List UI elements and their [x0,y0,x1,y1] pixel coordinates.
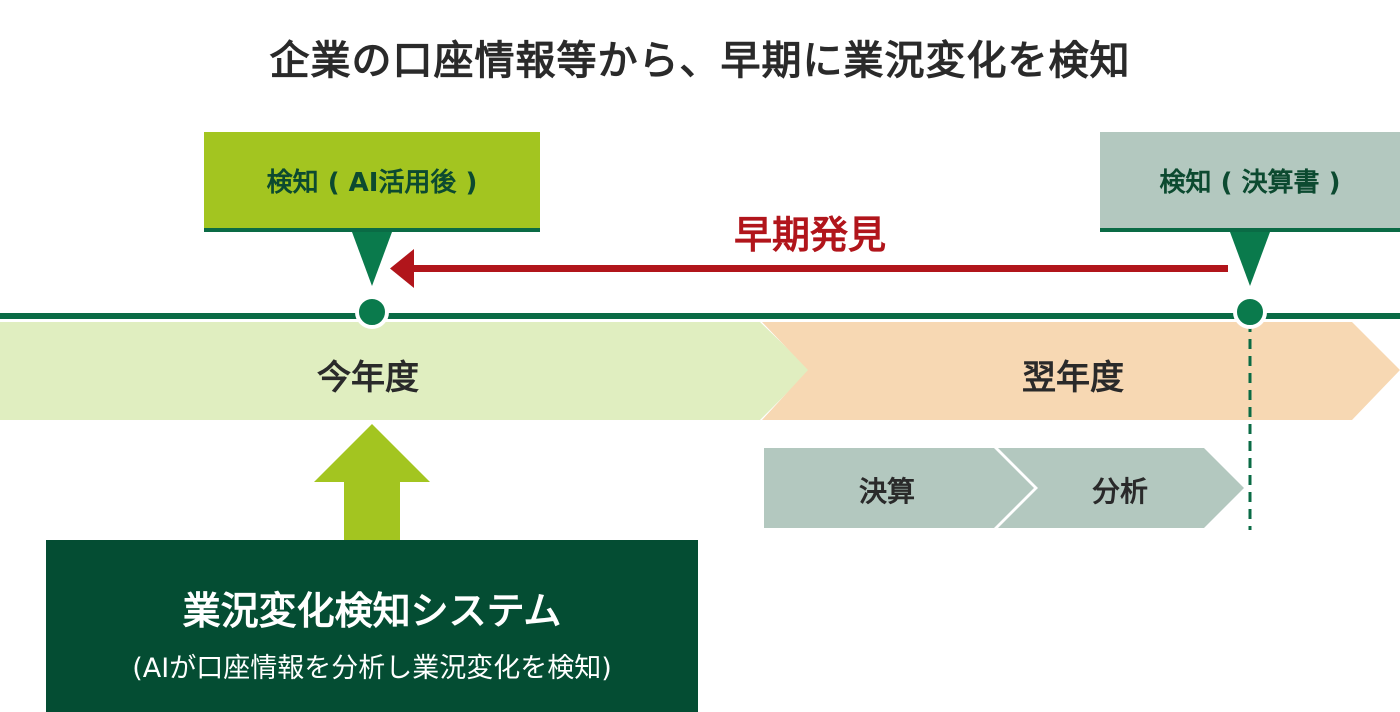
statement-detection-marker [1233,295,1267,329]
analysis-step-shape [998,448,1244,528]
early-arrow-shaft [412,265,1228,272]
system-title: 業況変化検知システム [182,589,562,633]
next-year-band [762,322,1400,420]
settlement-step-label: 決算 [858,475,915,508]
ai-detection-label: 検知 ( AI活用後 ) [266,167,478,198]
statement-detection-callout: 検知 ( 決算書 ) [1100,132,1400,232]
statement-detection-label: 検知 ( 決算書 ) [1159,167,1341,198]
early-arrow-head [390,249,414,288]
diagram-title: 企業の口座情報等から、早期に業況変化を検知 [269,38,1131,84]
next-year-label: 翌年度 [1022,358,1124,398]
this-year-band [0,322,810,420]
timeline-line [0,313,1400,319]
statement-detection-pointer [1230,232,1270,286]
this-year-label: 今年度 [317,358,419,398]
ai-detection-pointer [352,232,392,286]
detection-system-box: 業況変化検知システム (AIが口座情報を分析し業況変化を検知) [46,540,698,712]
settlement-step-shape [764,448,1034,528]
early-discovery-label: 早期発見 [733,213,886,257]
ai-detection-marker [355,295,389,329]
up-arrow [314,424,430,540]
analysis-step-label: 分析 [1091,475,1148,508]
ai-detection-callout: 検知 ( AI活用後 ) [204,132,540,232]
system-description: (AIが口座情報を分析し業況変化を検知) [132,653,612,684]
